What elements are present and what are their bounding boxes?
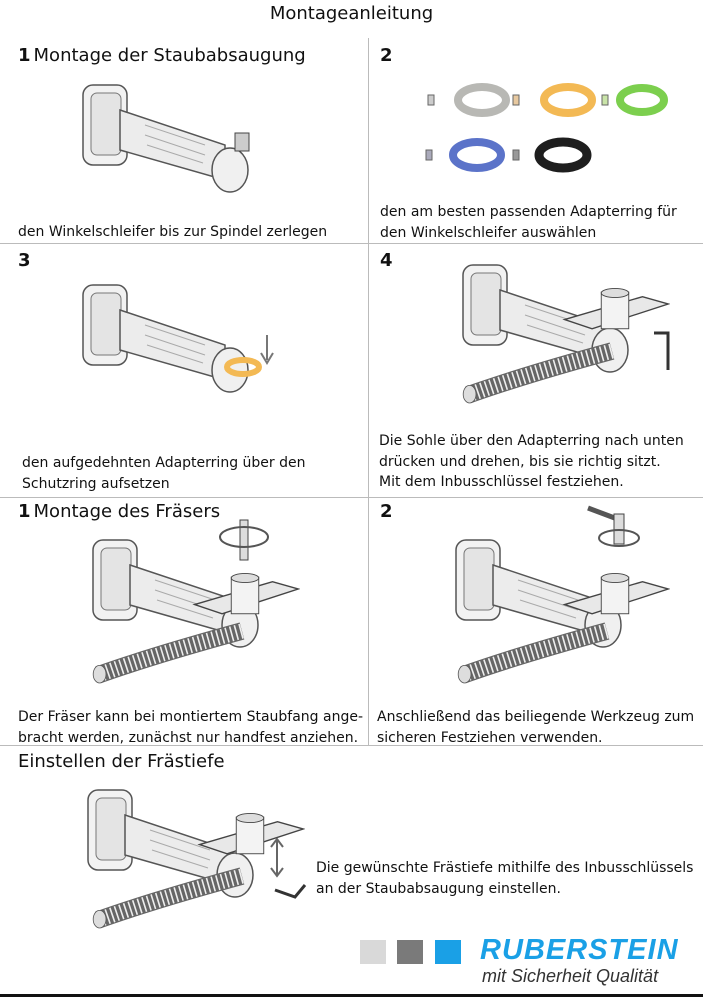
base-plate-illustration xyxy=(563,572,669,615)
grinder-with-ring-illustration xyxy=(75,275,274,415)
step-caption: den Winkelschleifer bis zur Spindel zerl… xyxy=(18,224,328,240)
logo-square-blue xyxy=(435,940,461,964)
row-divider xyxy=(0,745,703,746)
column-divider xyxy=(368,38,369,746)
adapter-ring-blue xyxy=(425,138,505,172)
section-heading: Einstellen der Frästiefe xyxy=(18,751,225,772)
adapter-ring-black xyxy=(512,137,592,173)
row-divider xyxy=(0,243,703,244)
footer-rule xyxy=(0,994,703,997)
logo-square-grey xyxy=(397,940,423,964)
step-caption: Anschließend das beiliegende Werkzeug zu… xyxy=(377,709,695,746)
tool-wrench-icon xyxy=(587,505,640,547)
adapter-rings-illustration xyxy=(425,83,668,173)
cutter-rotation-icon xyxy=(219,519,269,561)
grinder-illustration xyxy=(75,75,250,215)
section-caption: Die gewünschte Frästiefe mithilfe des In… xyxy=(316,860,694,897)
adapter-ring-orange xyxy=(512,83,596,117)
depth-adjust-arrow-icon xyxy=(270,837,307,899)
row-divider xyxy=(0,497,703,498)
adapter-ring-green xyxy=(601,84,668,116)
step-caption: Der Fräser kann bei montiertem Staubfang… xyxy=(18,709,364,746)
adapter-ring-grey xyxy=(427,83,510,117)
page-title: Montageanleitung xyxy=(269,3,434,24)
hex-key-icon xyxy=(654,331,670,370)
step-number: 2 xyxy=(380,501,393,522)
brand-slogan: mit Sicherheit Qualität xyxy=(482,966,659,986)
step-number: 4 xyxy=(380,250,393,271)
brand-logo: RUBERSTEIN xyxy=(480,934,679,966)
step-number: 3 xyxy=(18,250,31,271)
step-number: 2 xyxy=(380,45,393,66)
step-caption: Die Sohle über den Adapterring nach unte… xyxy=(379,433,684,490)
logo-square-light xyxy=(360,940,386,964)
